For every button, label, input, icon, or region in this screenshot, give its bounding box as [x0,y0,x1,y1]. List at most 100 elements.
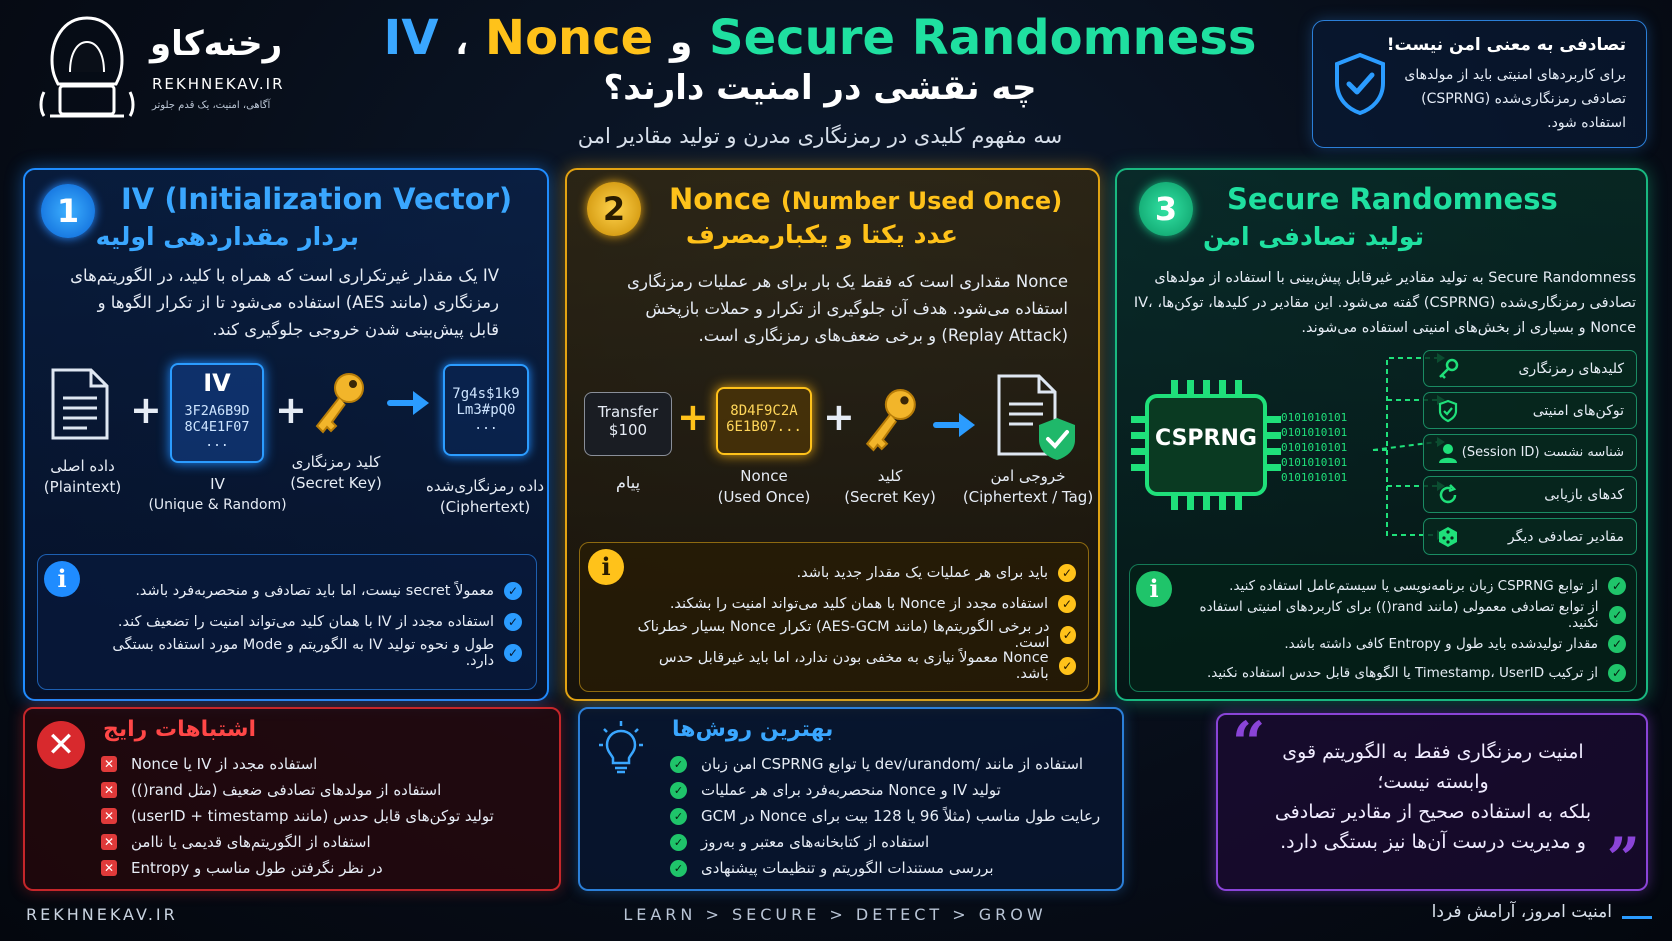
mistakes-title: اشتباهات رایج [103,717,257,742]
x-icon: ✕ [101,756,117,772]
practice-text: تولید IV و Nonce منحصربه‌فرد برای هر عمل… [701,781,1001,799]
footer-site[interactable]: REKHNEKAV.IR [26,905,178,924]
bullet-text: باید برای هر عملیات یک مقدار جدید باشد. [796,564,1048,581]
info-icon: i [1136,571,1172,607]
nonce-value-line1: 8D4F9C2A [730,403,798,419]
list-item: رعایت طول مناسب (مثلاً 96 یا 128 بیت برا… [670,803,1116,829]
list-item: تولید IV و Nonce منحصربه‌فرد برای هر عمل… [670,777,1116,803]
bits-row: 0101010101 [1281,411,1348,424]
shield-icon [1438,399,1458,423]
mistake-text: استفاده از مولدهای تصادفی ضعیف (مثل rand… [131,781,442,799]
brand-name-en: REKHNEKAV.IR [152,75,285,93]
use-item-recovery-codes: کدهای بازیابی [1423,476,1637,513]
check-icon: ✓ [670,833,687,851]
list-item: استفاده از کتابخانه‌های معتبر و به‌روز ✓ [670,829,1116,855]
mistake-text: استفاده مجدد از IV یا Nonce [131,755,318,773]
list-item: ✓طول و نحوه تولید IV به الگوریتم و Mode … [82,637,522,669]
ciphertext-label: داده رمزنگاری‌شده (Ciphertext) [423,476,547,518]
ciphertext-label-en: (Ciphertext) [439,498,531,516]
practice-text: بررسی مستندات الگوریتم و تنظیمات پیشنهاد… [701,859,994,877]
list-item: بررسی مستندات الگوریتم و تنظیمات پیشنهاد… [670,855,1116,881]
brand-tagline: آگاهی، امنیت، یک قدم جلوتر [152,100,271,111]
secret-key-label-fa: کلید رمزنگاری [291,453,381,471]
nonce-title-fa: عدد یکتا و یکبارمصرف [685,220,958,249]
nonce-label-en: (Used Once) [717,488,811,506]
plaintext-label-en: (Plaintext) [43,478,122,496]
title-secure-randomness: Secure Randomness [709,10,1257,66]
use-item-other-values: مقادیر تصادفی دیگر [1423,518,1637,555]
plaintext-label-fa: داده اصلی [50,457,115,475]
nonce-title-en: Nonce (Number Used Once) [669,182,1062,216]
random-info-box: i ✓از توابع CSPRNG زبان برنامه‌نویسی یا … [1129,564,1637,692]
list-item: ✓ استفاده مجدد از Nonce با همان کلید می‌ت… [636,588,1076,619]
message-label: پیام [615,473,641,492]
nonce-key-label: کلید (Secret Key) [837,466,943,508]
list-item: تولید توکن‌های قابل حدس (مانند userID + … [101,803,553,829]
open-quote-icon: “ [1232,709,1266,777]
iv-value-box: IV 3F2A6B9D 8C4E1F07 ... [170,363,264,463]
info-icon: i [44,561,80,597]
list-item: ✓از توابع تصادفی معمولی (مانند rand()) ب… [1178,598,1626,631]
check-icon: ✓ [504,581,522,600]
practice-text: استفاده از کتابخانه‌های معتبر و به‌روز [701,833,930,851]
bits-row: 0101010101 [1281,441,1348,454]
nonce-panel: 2 Nonce (Number Used Once) عدد یکتا و یک… [565,168,1100,701]
list-item: ✓Nonce معمولاً نیازی به مخفی بودن ندارد،… [636,650,1076,682]
check-icon: ✓ [1608,663,1626,682]
list-item: ✓استفاده مجدد از IV با همان کلید می‌توان… [82,606,522,637]
secure-output-label-en: (Ciphertext / Tag) [962,488,1094,506]
mistake-text: استفاده از الگوریتم‌های قدیمی یا ناامن [131,833,371,851]
check-icon: ✓ [1058,563,1076,582]
check-icon: ✓ [504,643,522,662]
cipher-dots: ... [474,418,498,433]
bullet-text: از توابع CSPRNG زبان برنامه‌نویسی یا سیس… [1229,577,1598,594]
title-iv: IV [383,10,439,66]
secure-document-icon [997,374,1075,460]
nonce-title-sub: (Number Used Once) [780,187,1063,215]
title-comma: ، [455,23,469,63]
randomness-uses-list: کلیدهای رمزنگاری توکن‌های امنیتی شناسه ن… [1423,350,1637,555]
list-item: در نظر نگرفتن طول مناسب و Entropy✕ [101,855,553,881]
random-bits-stream: 0101010101 0101010101 0101010101 0101010… [1281,410,1365,485]
list-item: استفاده از الگوریتم‌های قدیمی یا ناامن ✕ [101,829,553,855]
bullet-text: معمولاً secret نیست، اما باید تصادفی و م… [135,582,494,599]
csprng-chip: CSPRNG [1131,380,1281,510]
ciphertext-box: 7g4s$1k9 Lm3#pQ0 ... [443,364,529,456]
iv-panel: 1 IV (Initialization Vector) بردار مقدار… [23,168,549,701]
bullet-text: استفاده مجدد از IV با همان کلید می‌تواند… [117,613,494,630]
nonce-key-label-fa: کلید [877,467,903,485]
page-subtitle: سه مفهوم کلیدی در رمزنگاری مدرن و تولید … [577,124,1063,148]
random-description: Secure Randomness به تولید مقادیر غیرقاب… [1133,270,1636,336]
common-mistakes-panel: ✕ اشتباهات رایج استفاده مجدد از IV یا No… [23,707,561,891]
notice-card: تصادفی به معنی امن نیست! برای کاربردهای … [1312,20,1647,148]
bullet-text: مقدار تولیدشده باید طول و Entropy کافی د… [1284,635,1598,652]
info-icon: i [588,549,624,585]
secure-output-label-fa: خروجی امن [990,467,1066,485]
secret-key-label: کلید رمزنگاری (Secret Key) [281,452,391,494]
key-icon [1439,358,1459,379]
check-icon: ✓ [670,859,687,877]
list-item: ✓از توابع CSPRNG زبان برنامه‌نویسی یا سی… [1178,571,1626,600]
mistakes-list: استفاده مجدد از IV یا Nonce ✕ استفاده از … [101,751,553,881]
list-item: استفاده مجدد از IV یا Nonce ✕ [101,751,553,777]
secure-randomness-panel: 3 Secure Randomness تولید تصادفی امن Sec… [1115,168,1648,701]
main-title: IV ، Nonce و Secure Randomness [380,10,1260,66]
nonce-value-box: 8D4F9C2A 6E1B07... [716,387,812,455]
x-icon: ✕ [101,834,117,850]
bullet-text: از توابع تصادفی معمولی (مانند rand()) بر… [1199,598,1599,631]
notice-body: برای کاربردهای امنیتی باید از مولدهای تص… [1404,67,1626,131]
nonce-number-badge: 2 [587,182,641,236]
iv-number-badge: 1 [41,184,95,238]
iv-info-box: i ✓ معمولاً secret نیست، اما باید تصادفی … [37,554,537,690]
random-title-fa: تولید تصادفی امن [1203,222,1424,251]
list-item: ✓در برخی الگوریتم‌ها (مانند AES-GCM) تکر… [636,619,1076,651]
quote-text: امنیت رمزنگاری فقط به الگوریتم قوی وابست… [1258,737,1608,857]
plaintext-label: داده اصلی (Plaintext) [35,456,130,498]
bullet-text: استفاده مجدد از Nonce با همان کلید می‌تو… [669,595,1048,612]
quote-line: وابسته نیست؛ [1377,771,1489,793]
arrow-right-icon [387,391,429,415]
quote-line: امنیت رمزنگاری فقط به الگوریتم قوی [1282,741,1584,763]
check-icon: ✓ [1058,594,1076,613]
list-item: ✓ باید برای هر عملیات یک مقدار جدید باشد. [636,557,1076,588]
iv-box-line2: 8C4E1F07 [184,419,250,435]
